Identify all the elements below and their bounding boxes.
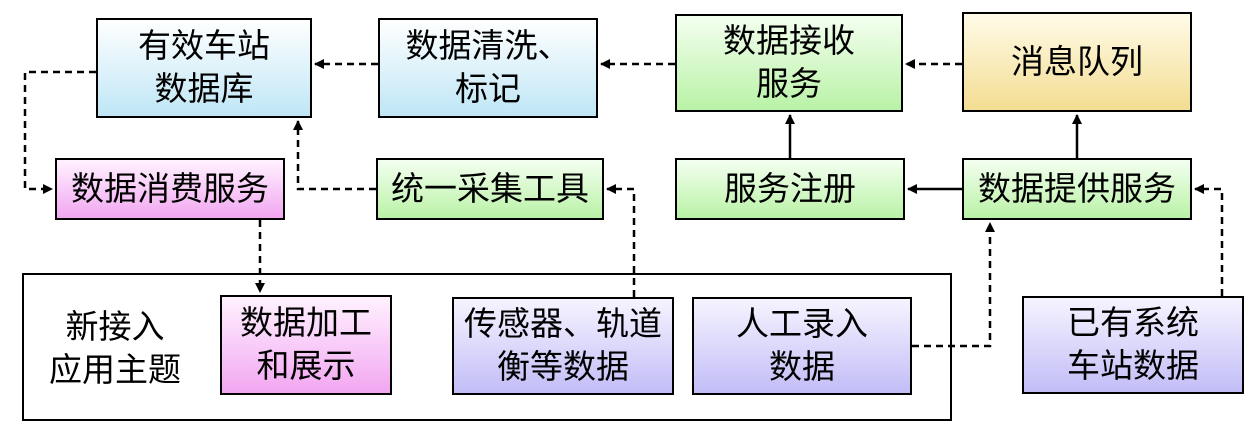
unified-collect-tool-text: 统一采集工具 [391,168,589,208]
service-registry-text: 服务注册 [724,168,856,208]
arrow-collect-to-db [293,120,376,191]
unified-collect-tool-node: 统一采集工具 [376,158,604,220]
message-queue-node: 消息队列 [962,12,1192,112]
data-provide-service-node: 数据提供服务 [962,158,1192,220]
valid-station-db-text: 有效车站 数据库 [138,26,270,108]
data-cleaning-text: 数据清洗、 标记 [405,26,571,108]
arrow-manual-to-provide [912,222,995,348]
manual-entry-data-text: 人工录入 数据 [736,304,868,386]
service-registry-node: 服务注册 [675,158,905,220]
message-queue-text: 消息队列 [1011,41,1143,81]
arrow-db-to-consume [23,70,96,194]
data-receive-service-node: 数据接收 服务 [675,14,903,112]
data-consume-service-node: 数据消费服务 [55,158,285,220]
manual-entry-data-node: 人工录入 数据 [692,297,912,395]
sensor-track-data-node: 传感器、轨道 衡等数据 [452,297,674,395]
data-processing-display-text: 数据加工 和展示 [240,303,372,385]
sensor-track-data-text: 传感器、轨道 衡等数据 [464,304,662,386]
valid-station-db-node: 有效车站 数据库 [96,18,312,118]
data-consume-service-text: 数据消费服务 [71,168,269,208]
data-processing-display-node: 数据加工 和展示 [220,295,392,395]
arrow-existing-to-provide [1194,184,1224,296]
data-provide-service-text: 数据提供服务 [978,168,1176,208]
arrow-sensor-to-collect [606,184,636,297]
data-cleaning-node: 数据清洗、 标记 [378,18,598,118]
existing-station-data-text: 已有系统 车站数据 [1067,303,1199,385]
data-receive-service-text: 数据接收 服务 [723,21,855,103]
new-app-topic-label: 新接入 应用主题 [49,307,181,389]
existing-station-data-node: 已有系统 车站数据 [1022,296,1244,394]
